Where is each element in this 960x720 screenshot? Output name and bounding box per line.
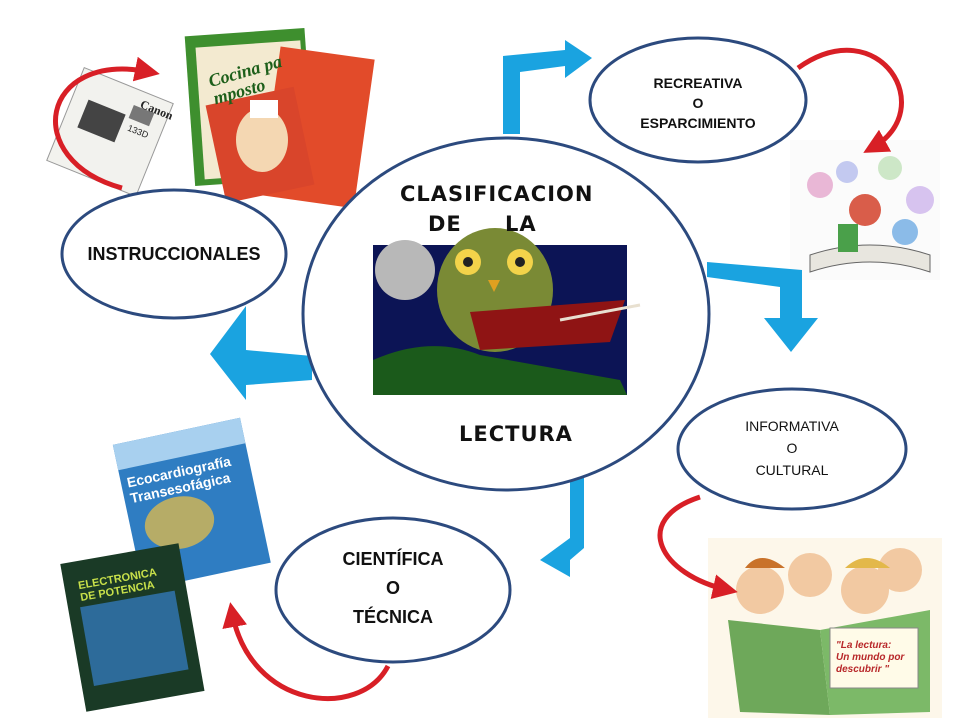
node-recreativa <box>588 36 808 164</box>
blue-arrow-left <box>210 306 312 400</box>
cycle-arrows <box>53 47 904 701</box>
recreational-reading-image <box>790 140 940 280</box>
blue-arrow-right <box>707 262 818 352</box>
label-cientifica: CIENTÍFICA O TÉCNICA <box>342 549 444 627</box>
label-instruccionales: INSTRUCCIONALES <box>87 244 261 264</box>
node-instruccionales <box>60 188 288 320</box>
center-title-de: DE <box>428 212 462 236</box>
node-informativa <box>676 387 908 511</box>
red-arrow-top-right <box>796 47 904 153</box>
center-title-la: LA <box>505 212 537 236</box>
blue-arrow-top <box>503 40 592 134</box>
blue-arrow-bottom <box>540 466 584 577</box>
cookbooks-image: Cocina pamposto <box>184 28 375 209</box>
center-title-line1: CLASIFICACION <box>400 182 594 206</box>
red-arrow-top-left <box>53 56 160 191</box>
red-arrow-bottom-right <box>657 494 738 599</box>
node-cientifica <box>274 516 512 664</box>
science-book-2-title: ELECTRONICADE POTENCIA <box>77 567 159 604</box>
label-recreativa: RECREATIVA O ESPARCIMIENTO <box>640 75 756 131</box>
instruction-manual-image: Canon 133D <box>46 67 175 197</box>
science-books-image: EcocardiografíaTransesofágica ELECTRONIC… <box>60 417 271 712</box>
label-informativa: INFORMATIVA O CULTURAL <box>745 418 839 478</box>
red-arrow-bottom-left <box>222 602 391 701</box>
owl-reading-image <box>373 228 641 395</box>
center-bottom-word: LECTURA <box>459 422 573 446</box>
flow-arrows <box>210 40 818 577</box>
